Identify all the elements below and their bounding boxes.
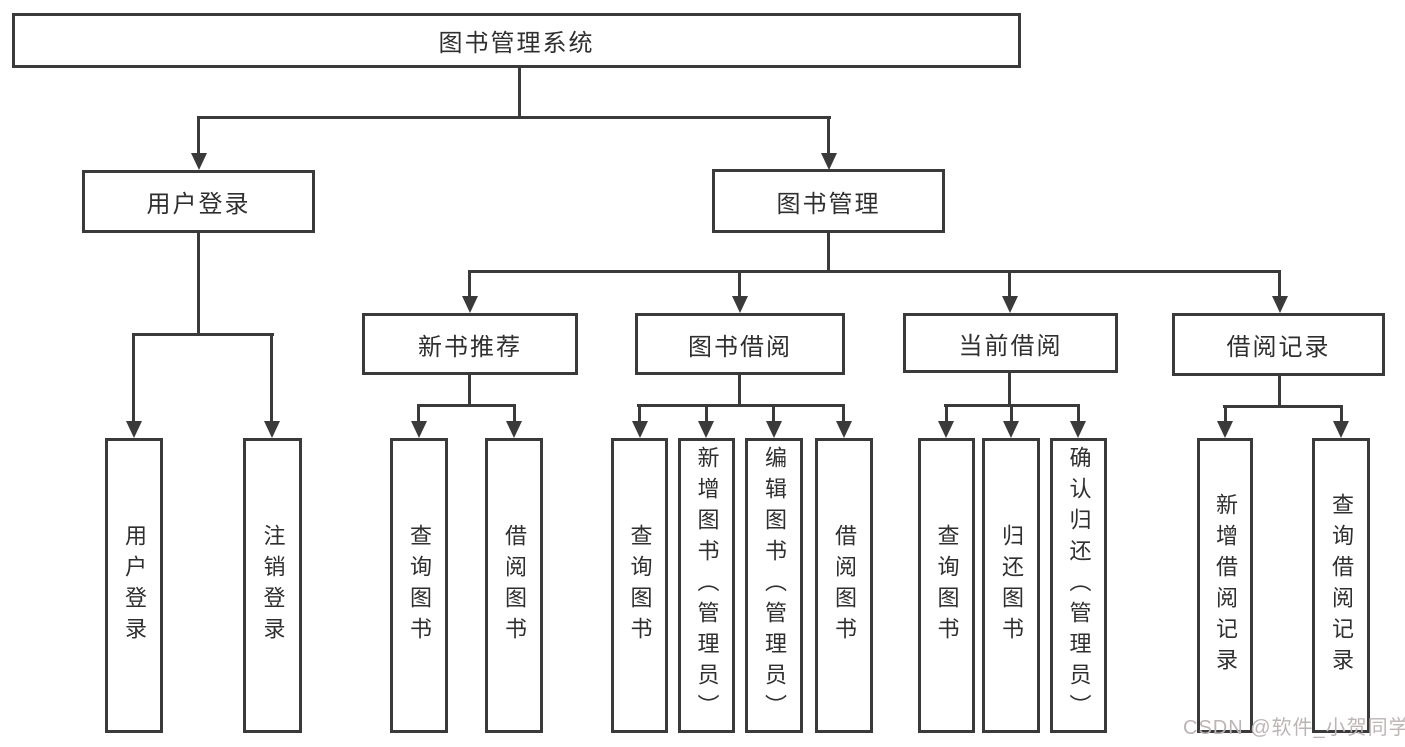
leaf-return-books: 归还图书 [982, 438, 1040, 733]
arrowhead-records [1272, 296, 1288, 313]
node-library-system: 图书管理系统 [12, 13, 1021, 68]
arrowhead-cur-return [1003, 421, 1019, 438]
node-book-management: 图书管理 [712, 169, 945, 233]
arrowhead-nb-query [411, 421, 427, 438]
arrowhead-user-login [191, 153, 207, 170]
arrowhead-cur-confirm [1070, 421, 1086, 438]
leaf-logout-label: 注销登录 [260, 523, 286, 648]
connector-user-login-bar [132, 333, 274, 336]
node-current-borrowing: 当前借阅 [903, 313, 1118, 373]
arrowhead-rec-add [1217, 421, 1233, 438]
connector-user-login-stem [197, 233, 200, 336]
connector-book-management-stem [827, 233, 830, 273]
connector-drop-cur-query [945, 404, 948, 423]
leaf-query-books-recommend: 查询图书 [390, 438, 448, 733]
arrowhead-borrowing [732, 296, 748, 313]
arrowhead-cur-query [938, 421, 954, 438]
csdn-watermark: CSDN @软件_小贺同学 [1183, 717, 1405, 739]
leaf-user-login: 用户登录 [105, 438, 163, 733]
leaf-add-borrow-record: 新增借阅记录 [1197, 438, 1253, 733]
connector-drop-nb-query [417, 404, 420, 423]
leaf-query-books-recommend-label: 查询图书 [407, 523, 432, 648]
node-new-book-recommend: 新书推荐 [362, 313, 578, 375]
connector-drop-leaf-user-login [132, 333, 135, 423]
leaf-confirm-return-admin-label: 确认归还（管理员） [1066, 446, 1092, 725]
connector-drop-bw-add [705, 404, 708, 423]
arrowhead-new-book [462, 296, 478, 313]
connector-book-management-bar [468, 270, 1281, 273]
leaf-add-borrow-record-label: 新增借阅记录 [1213, 492, 1238, 679]
leaf-borrow-books-recommend-label: 借阅图书 [502, 523, 527, 648]
connector-drop-rec-query [1340, 405, 1343, 423]
leaf-query-books-borrowing-label: 查询图书 [627, 523, 653, 648]
leaf-confirm-return-admin: 确认归还（管理员） [1050, 438, 1107, 733]
connector-drop-nb-borrow [513, 404, 516, 423]
leaf-borrow-books-label: 借阅图书 [832, 523, 857, 648]
arrowhead-book-management [821, 153, 837, 170]
connector-drop-cur-return [1010, 404, 1013, 423]
leaf-query-borrow-record: 查询借阅记录 [1312, 438, 1370, 733]
node-borrow-records: 借阅记录 [1172, 313, 1385, 376]
connector-borrowing-bar [637, 404, 845, 407]
connector-records-bar [1223, 405, 1343, 408]
arrowhead-bw-query [632, 421, 648, 438]
connector-records-stem [1278, 376, 1281, 408]
connector-drop-leaf-logout [270, 333, 273, 423]
connector-new-book-bar [417, 404, 516, 407]
leaf-borrow-books-recommend: 借阅图书 [485, 438, 543, 733]
connector-drop-new-book [468, 270, 471, 298]
leaf-query-borrow-record-label: 查询借阅记录 [1329, 492, 1354, 679]
arrowhead-nb-borrow [506, 421, 522, 438]
connector-root-stem [518, 68, 521, 119]
leaf-add-books-admin-label: 新增图书（管理员） [694, 446, 720, 725]
arrowhead-current [1002, 296, 1018, 313]
leaf-query-books-current-label: 查询图书 [934, 523, 960, 648]
leaf-borrow-books: 借阅图书 [815, 438, 873, 733]
arrowhead-bw-borrow [836, 421, 852, 438]
connector-drop-bw-borrow [842, 404, 845, 423]
leaf-user-login-label: 用户登录 [122, 523, 147, 648]
arrowhead-bw-edit [766, 421, 782, 438]
leaf-logout: 注销登录 [243, 438, 302, 733]
leaf-add-books-admin: 新增图书（管理员） [678, 438, 735, 733]
connector-root-bar [197, 116, 831, 119]
connector-borrowing-stem [738, 375, 741, 407]
node-user-login: 用户登录 [82, 170, 315, 233]
connector-new-book-stem [468, 375, 471, 407]
connector-drop-cur-confirm [1077, 404, 1080, 423]
arrowhead-bw-add [698, 421, 714, 438]
arrowhead-rec-query [1333, 421, 1349, 438]
connector-drop-borrowing [738, 270, 741, 298]
connector-drop-book-management [827, 116, 830, 155]
connector-drop-rec-add [1224, 405, 1227, 423]
connector-drop-current [1008, 270, 1011, 298]
leaf-query-books-borrowing: 查询图书 [611, 438, 668, 733]
leaf-return-books-label: 归还图书 [999, 523, 1024, 648]
connector-current-stem [1008, 373, 1011, 407]
arrowhead-leaf-logout [264, 421, 280, 438]
leaf-edit-books-admin: 编辑图书（管理员） [745, 438, 803, 733]
connector-drop-records [1278, 270, 1281, 298]
connector-drop-bw-query [638, 404, 641, 423]
connector-drop-user-login [197, 116, 200, 155]
arrowhead-leaf-user-login [126, 421, 142, 438]
connector-drop-bw-edit [772, 404, 775, 423]
leaf-query-books-current: 查询图书 [918, 438, 975, 733]
leaf-edit-books-admin-label: 编辑图书（管理员） [762, 446, 787, 725]
node-book-borrowing: 图书借阅 [635, 313, 845, 375]
